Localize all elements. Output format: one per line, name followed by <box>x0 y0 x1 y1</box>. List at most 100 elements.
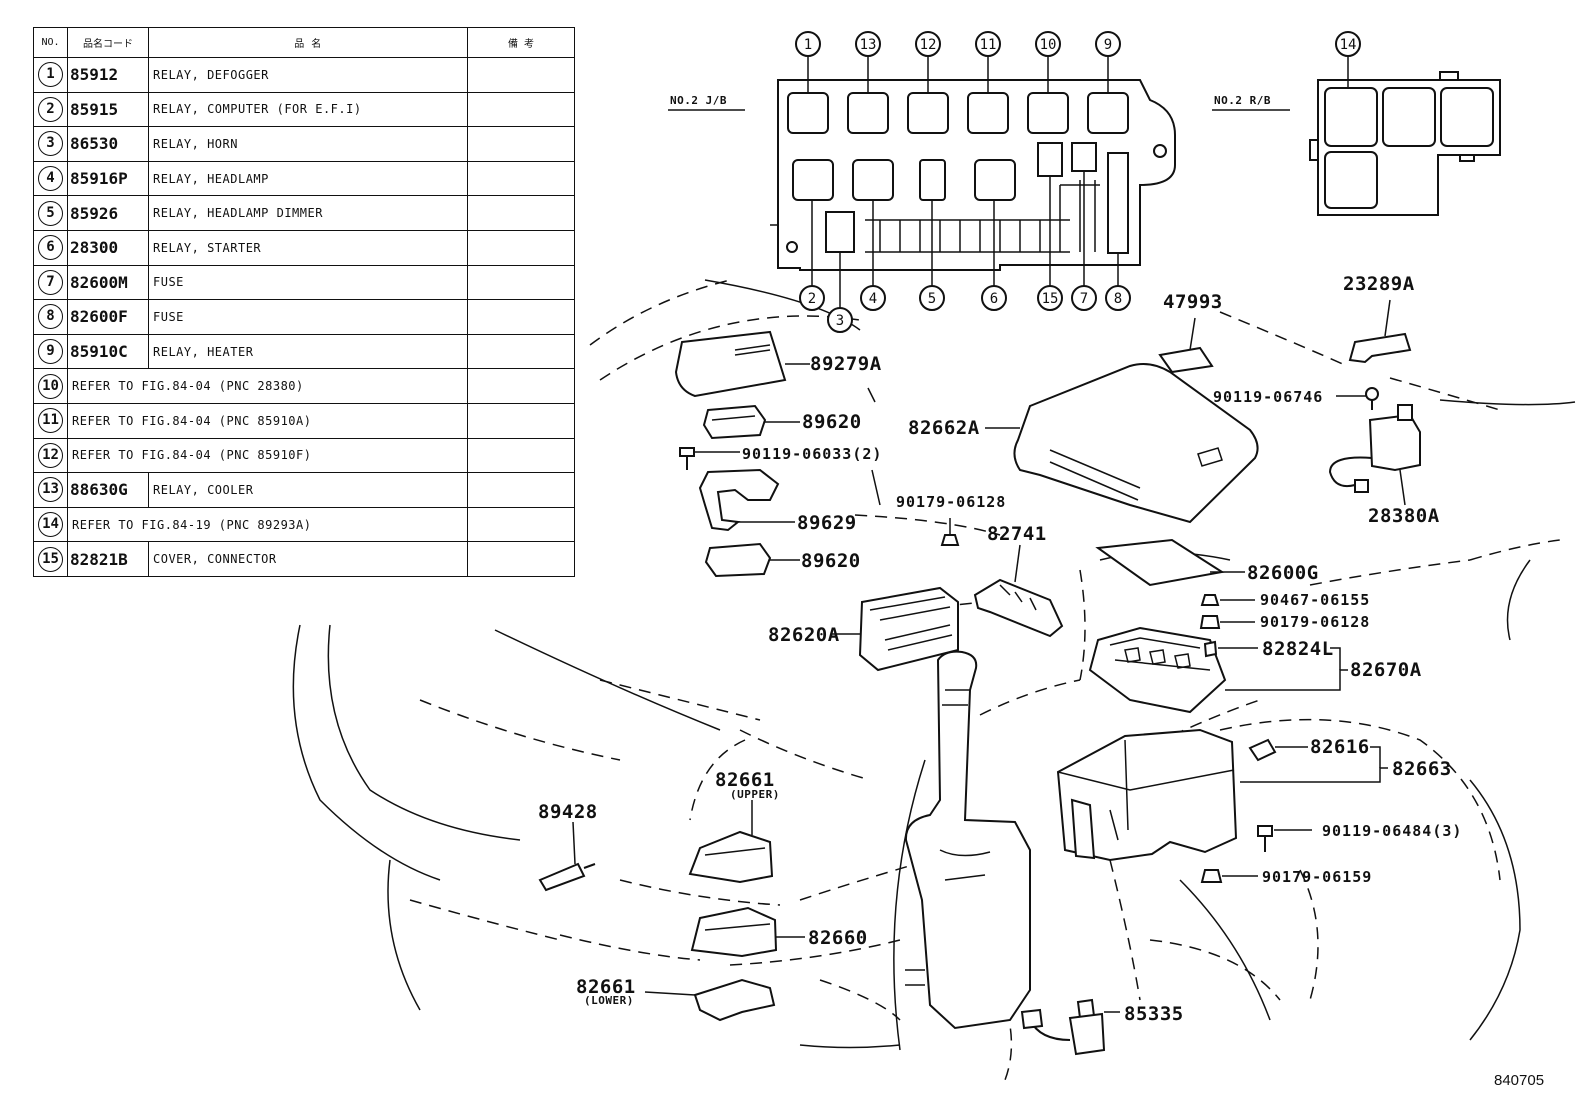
svg-text:6: 6 <box>990 291 998 307</box>
row-number: 8 <box>38 304 63 330</box>
clip-90467-06155 <box>1200 594 1255 606</box>
label-89428: 89428 <box>538 801 598 823</box>
svg-text:5: 5 <box>928 291 936 307</box>
part-remarks <box>467 195 575 231</box>
part-code: 82821B <box>67 541 149 577</box>
part-code: 85915 <box>67 91 149 128</box>
svg-text:10: 10 <box>1040 37 1057 53</box>
row-number: 7 <box>38 269 63 295</box>
label-90179-06128-lower: 90179-06128 <box>1260 613 1370 631</box>
row-number: 12 <box>38 442 63 468</box>
row-number: 4 <box>38 166 63 192</box>
label-82616: 82616 <box>1310 736 1370 758</box>
part-code: 86530 <box>67 126 149 162</box>
label-89620-upper: 89620 <box>802 411 862 433</box>
cover-82661-upper <box>688 800 774 884</box>
callout-12: 12 <box>915 31 941 57</box>
part-code: 28300 <box>67 229 149 266</box>
bracket-89629 <box>698 468 795 532</box>
table-row: 12 REFER TO FIG.84-04 (PNC 85910F) <box>33 437 575 474</box>
part-name: RELAY, HORN <box>148 126 468 162</box>
part-remarks <box>467 299 575 335</box>
part-code: 85926 <box>67 195 149 231</box>
row-number: 11 <box>38 408 63 434</box>
part-code: 82600F <box>67 299 149 335</box>
part-name: RELAY, HEATER <box>148 333 468 370</box>
part-remarks <box>467 91 575 128</box>
header-remarks: 備 考 <box>467 27 575 58</box>
part-remarks <box>467 229 575 266</box>
part-remarks <box>467 541 575 577</box>
jb-label: NO.2 J/B <box>670 94 727 107</box>
table-row: 7 82600M FUSE <box>33 264 575 301</box>
table-row: 15 82821B COVER, CONNECTOR <box>33 541 575 577</box>
callout-8: 8 <box>1105 285 1131 311</box>
callout-15: 15 <box>1037 285 1063 311</box>
header-code: 品名コード <box>67 27 149 58</box>
part-name: RELAY, COMPUTER (FOR E.F.I) <box>148 91 468 128</box>
svg-text:4: 4 <box>869 291 877 307</box>
callout-circles: 1 13 12 11 10 9 14 2 3 4 5 6 15 7 8 <box>795 31 1361 333</box>
part-remarks <box>467 402 575 439</box>
label-82741: 82741 <box>987 523 1047 545</box>
table-row: 6 28300 RELAY, STARTER <box>33 229 575 266</box>
label-90119-06746: 90119-06746 <box>1213 388 1323 406</box>
part-code: 85912 <box>67 57 149 93</box>
plate-82600g <box>1095 538 1245 587</box>
table-row: 1 85912 RELAY, DEFOGGER <box>33 57 575 93</box>
label-47993 <box>1158 317 1214 374</box>
callout-14: 14 <box>1335 31 1361 57</box>
table-row: 3 86530 RELAY, HORN <box>33 126 575 162</box>
table-row: 9 85910C RELAY, HEATER <box>33 333 575 370</box>
part-code: 82600M <box>67 264 149 301</box>
header-name: 品 名 <box>148 27 468 58</box>
part-remarks <box>467 160 575 197</box>
row-number: 9 <box>38 339 63 365</box>
callout-2: 2 <box>799 285 825 311</box>
callout-1: 1 <box>795 31 821 57</box>
part-name: FUSE <box>148 264 468 301</box>
row-number: 15 <box>38 546 63 572</box>
table-row: 13 88630G RELAY, COOLER <box>33 472 575 508</box>
svg-text:1: 1 <box>804 37 812 53</box>
callout-11: 11 <box>975 31 1001 57</box>
label-82662a: 82662A <box>908 417 980 439</box>
sensor-85335 <box>1020 998 1120 1056</box>
table-row: 8 82600F FUSE <box>33 299 575 335</box>
figure-number: 840705 <box>1494 1072 1545 1089</box>
row-number: 6 <box>38 235 63 261</box>
relay-89620-lower <box>704 542 800 578</box>
label-89620-lower: 89620 <box>801 550 861 572</box>
row-number: 10 <box>38 373 63 399</box>
label-upper: (UPPER) <box>730 788 780 801</box>
part-name: RELAY, HEADLAMP DIMMER <box>148 195 468 231</box>
part-remarks <box>467 506 575 543</box>
label-82661-upper: 82661 <box>715 769 775 791</box>
bolt-90119-06033 <box>679 447 740 470</box>
label-82660: 82660 <box>808 927 868 949</box>
part-remarks <box>467 333 575 370</box>
label-82661-lower: 82661 <box>576 976 636 998</box>
row-number: 13 <box>38 477 63 503</box>
label-82824l: 82824L <box>1262 638 1334 660</box>
part-remarks <box>467 264 575 301</box>
part-remarks <box>467 472 575 508</box>
part-reference: REFER TO FIG.84-04 (PNC 85910A) <box>67 402 468 439</box>
cover-89279a <box>674 330 810 398</box>
bolt-90119-06484 <box>1257 825 1312 852</box>
svg-text:9: 9 <box>1104 37 1112 53</box>
part-name: RELAY, STARTER <box>148 229 468 266</box>
jb-callout-leaders <box>807 56 1119 308</box>
svg-text:12: 12 <box>920 37 937 53</box>
callout-3: 3 <box>827 307 853 333</box>
label-28380a: 28380A <box>1368 505 1440 527</box>
bracket-82661-lower <box>644 978 776 1022</box>
label-47993: 47993 <box>1163 291 1223 313</box>
label-90179-06128-upper: 90179-06128 <box>896 493 1006 511</box>
row-number: 14 <box>38 512 63 538</box>
label-82670a: 82670A <box>1350 659 1422 681</box>
part-name: FUSE <box>148 299 468 335</box>
header-no: NO. <box>33 27 68 58</box>
label-82663: 82663 <box>1392 758 1452 780</box>
label-85335: 85335 <box>1124 1003 1184 1025</box>
